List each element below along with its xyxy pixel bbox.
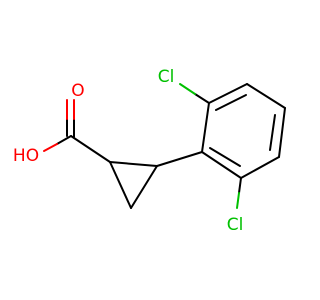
chlorine-bottom-bond-carbon-half (238, 177, 242, 194)
aromatic-bond-6-1 (201, 151, 242, 179)
cyclopropane-bond-c1-c2 (109, 161, 158, 167)
hydroxyl-bond-oxygen-half (43, 143, 58, 152)
cyclopropane-bond-c3-c1 (109, 161, 132, 209)
chlorine-top-bond-carbon-half (194, 93, 210, 104)
hydroxyl-label: HO (13, 146, 39, 166)
aromatic-bond-2-3 (208, 83, 248, 104)
aromatic-bond-4-5 (278, 107, 286, 158)
aromatic-bond-1-2 (201, 102, 210, 153)
chlorine-bottom-bond-chlorine-half (236, 192, 240, 209)
hydroxyl-bond-carbon-half (56, 135, 72, 145)
chlorine-bottom-label: Cl (227, 215, 244, 235)
aromatic-inner-line-1 (215, 94, 247, 111)
bond-c2-aryl (156, 151, 203, 167)
bond-c1-carboxyl-carbon (70, 135, 111, 163)
aromatic-inner-line-3 (209, 147, 241, 167)
oxygen-carbonyl-label: O (71, 81, 84, 101)
chlorine-top-label: Cl (158, 67, 175, 87)
aromatic-inner-line-2 (269, 114, 276, 151)
chlorine-top-bond-chlorine-half (179, 83, 196, 95)
aromatic-bond-3-4 (246, 83, 286, 109)
molecule-diagram: O HO Cl Cl (13, 67, 286, 235)
aromatic-bond-5-6 (240, 156, 280, 179)
cyclopropane-bond-c2-c3 (130, 165, 158, 209)
